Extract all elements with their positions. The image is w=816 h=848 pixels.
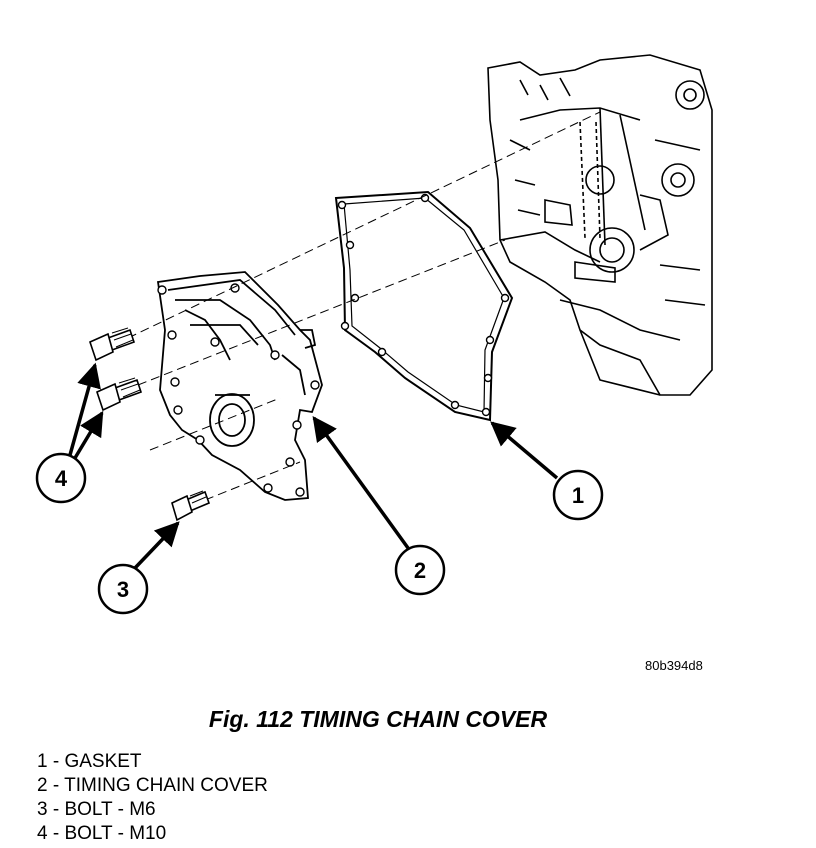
legend-list: 1 - GASKET 2 - TIMING CHAIN COVER 3 - BO… (37, 750, 268, 846)
figure-caption: Fig. 112 TIMING CHAIN COVER (208, 706, 548, 732)
timing-chain-cover (156, 271, 323, 501)
arrow-cover (312, 416, 410, 550)
svg-text:4: 4 (55, 466, 68, 491)
legend-item: 4 - BOLT - M10 (37, 823, 167, 844)
bolt-m10-lower (96, 377, 143, 412)
alignment-lines (127, 111, 601, 501)
callout-4: 4 (35, 452, 87, 504)
bolt-m6 (171, 490, 211, 522)
svg-text:1: 1 (572, 483, 584, 508)
arrow-m6 (133, 521, 180, 570)
engine-block (487, 54, 713, 396)
legend-item: 3 - BOLT - M6 (37, 799, 156, 820)
legend-item: 1 - GASKET (37, 751, 142, 772)
timing-chain-cover-diagram: 1 2 3 4 (35, 54, 713, 615)
svg-text:2: 2 (414, 558, 426, 583)
arrow-gasket (490, 421, 559, 480)
bolt-m10-upper (89, 327, 136, 362)
arrow-m10-lower (73, 410, 104, 459)
svg-text:3: 3 (117, 577, 129, 602)
callout-1: 1 (552, 469, 604, 521)
arrow-m10-upper (68, 362, 101, 456)
callout-3: 3 (97, 563, 149, 615)
figure-reference-code: 80b394d8 (645, 658, 703, 673)
leader-arrows (68, 362, 559, 570)
callout-2: 2 (394, 544, 446, 596)
gasket (334, 190, 514, 422)
legend-item: 2 - TIMING CHAIN COVER (37, 775, 268, 796)
